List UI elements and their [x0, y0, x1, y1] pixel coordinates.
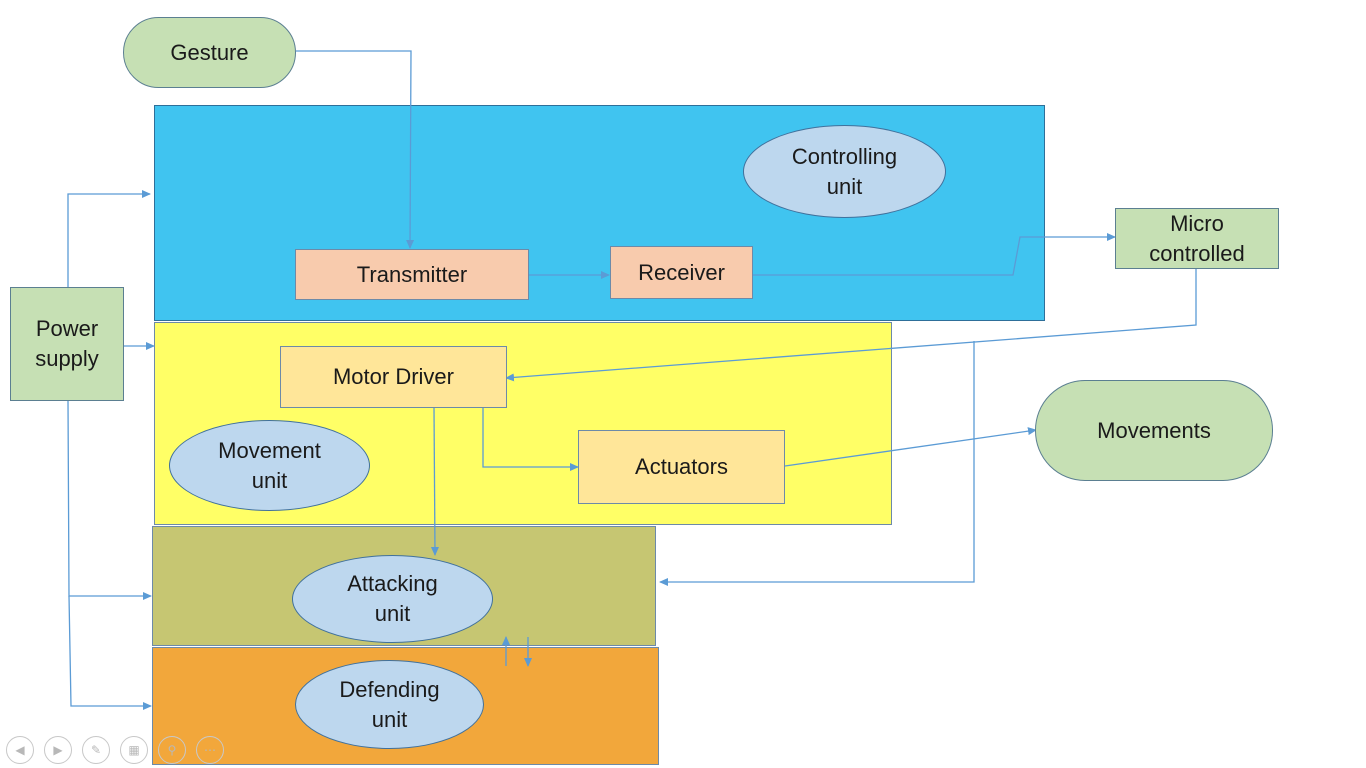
motor-driver-node: Motor Driver	[280, 346, 507, 408]
power-to-defending-line	[68, 595, 152, 710]
power-to-attacking-line	[67, 400, 152, 600]
pen-icon[interactable]: ✎	[82, 736, 110, 764]
slides-icon[interactable]: ▦	[120, 736, 148, 764]
zoom-icon[interactable]: ⚲	[158, 736, 186, 764]
actuators-node: Actuators	[578, 430, 785, 504]
next-icon[interactable]: ▶	[44, 736, 72, 764]
movements-node: Movements	[1035, 380, 1273, 481]
attacking-unit-label: Attacking unit	[292, 555, 493, 643]
movement-unit-label: Movement unit	[169, 420, 370, 511]
power-to-controlling-line	[67, 190, 151, 287]
controlling-unit-label: Controlling unit	[743, 125, 946, 218]
power-supply-node: Power supply	[10, 287, 124, 401]
micro-controlled-node: Micro controlled	[1115, 208, 1279, 269]
transmitter-node: Transmitter	[295, 249, 529, 300]
previous-icon[interactable]: ◀	[6, 736, 34, 764]
receiver-node: Receiver	[610, 246, 753, 299]
gesture-node: Gesture	[123, 17, 296, 88]
more-icon[interactable]: ⋯	[196, 736, 224, 764]
defending-unit-label: Defending unit	[295, 660, 484, 749]
